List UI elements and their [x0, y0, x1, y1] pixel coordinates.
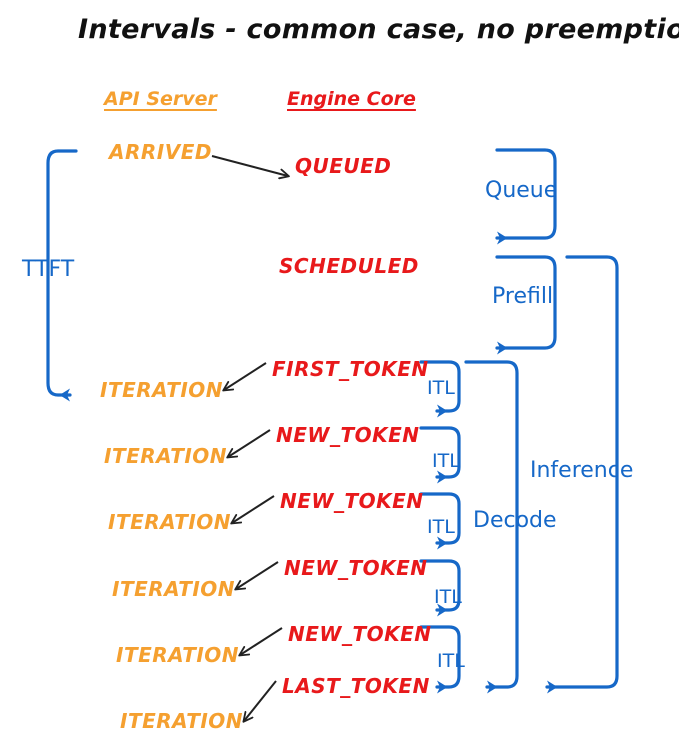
bracket-decode: [464, 360, 519, 694]
bracket-ttft: [46, 149, 78, 402]
state-iteration: ITERATION: [112, 577, 236, 601]
token-to-iteration-arrows: [222, 362, 283, 723]
state-queued: QUEUED: [295, 154, 392, 178]
state-iteration: ITERATION: [100, 378, 224, 402]
interval-label-itl: ITL: [427, 377, 455, 399]
state-iteration: ITERATION: [108, 510, 232, 534]
state-new-token: NEW_TOKEN: [284, 556, 428, 580]
column-header-api-server: API Server: [104, 88, 217, 110]
brackets-itl: [419, 360, 461, 694]
state-last-token: LAST_TOKEN: [282, 674, 430, 698]
state-iteration: ITERATION: [116, 643, 240, 667]
interval-label-inference: Inference: [530, 458, 634, 483]
state-first-token: FIRST_TOKEN: [272, 357, 429, 381]
arrow-arrived-to-queued: [211, 155, 290, 180]
state-iteration: ITERATION: [120, 709, 244, 733]
interval-label-itl: ITL: [434, 586, 462, 608]
bracket-prefill: [495, 255, 557, 355]
state-iteration: ITERATION: [104, 444, 228, 468]
interval-label-queue: Queue: [485, 178, 558, 203]
interval-label-prefill: Prefill: [492, 284, 554, 309]
state-new-token: NEW_TOKEN: [276, 423, 420, 447]
page-title: Intervals - common case, no preemptions: [78, 14, 679, 45]
interval-label-itl: ITL: [437, 650, 465, 672]
state-scheduled: SCHEDULED: [279, 254, 419, 278]
state-arrived: ARRIVED: [109, 140, 212, 164]
interval-label-decode: Decode: [473, 508, 557, 533]
bracket-queue: [495, 148, 557, 245]
interval-label-itl: ITL: [432, 450, 460, 472]
state-new-token: NEW_TOKEN: [288, 622, 432, 646]
state-new-token: NEW_TOKEN: [280, 489, 424, 513]
column-header-engine-core: Engine Core: [287, 88, 416, 110]
interval-label-ttft: TTFT: [22, 257, 75, 282]
bracket-inference: [545, 255, 619, 694]
interval-label-itl: ITL: [427, 516, 455, 538]
